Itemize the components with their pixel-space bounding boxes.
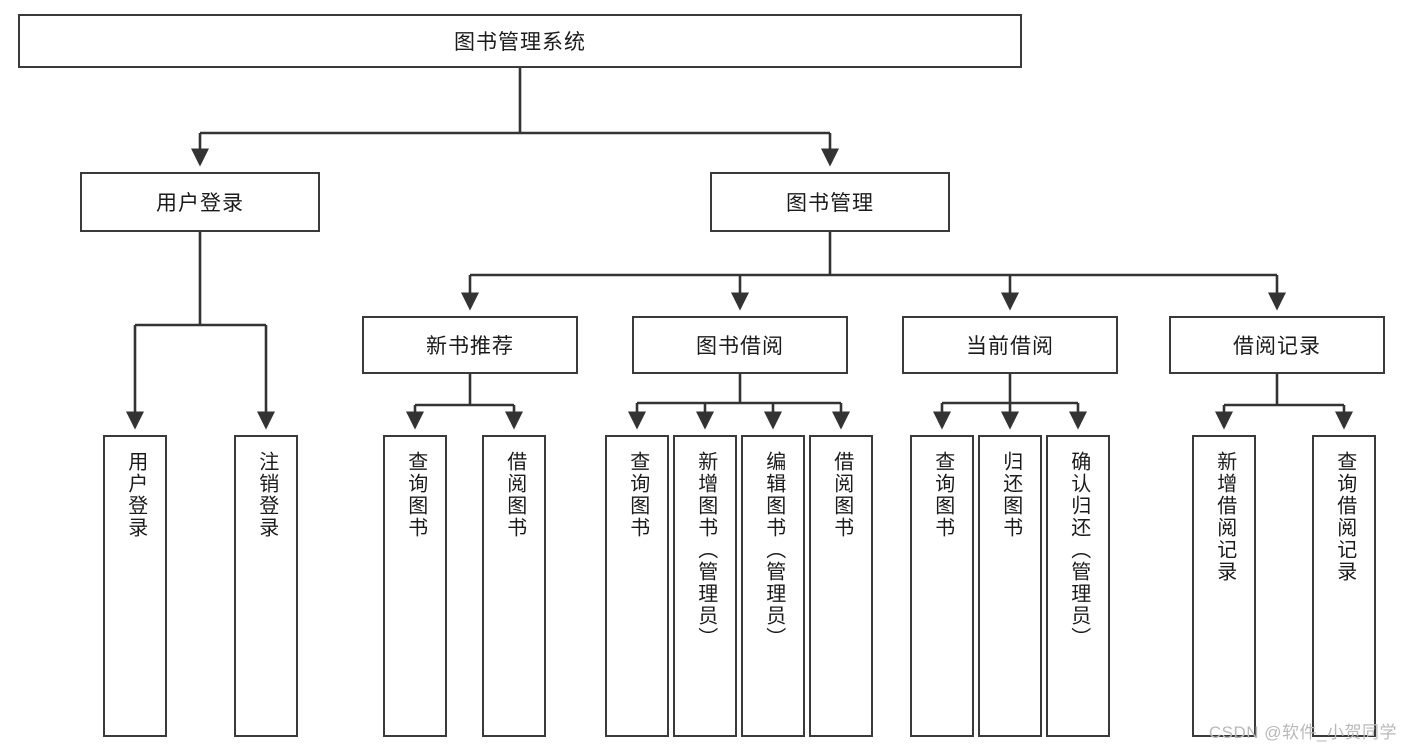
node-label: 新书推荐	[426, 335, 514, 358]
node-label: 用户登录	[124, 451, 147, 539]
node-label: 当前借阅	[966, 335, 1054, 358]
node-new-book-recommend[interactable]: 新书推荐	[362, 316, 578, 374]
node-current-borrow[interactable]: 当前借阅	[902, 316, 1118, 374]
node-leaf-borrow-book[interactable]: 借阅图书	[809, 435, 873, 737]
node-label: 图书借阅	[696, 335, 784, 358]
node-label: 归还图书	[999, 451, 1022, 539]
node-label: 新增图书（管理员）	[694, 451, 717, 649]
node-leaf-logout[interactable]: 注销登录	[234, 435, 298, 737]
node-label: 新增借阅记录	[1213, 451, 1236, 583]
node-leaf-user-login[interactable]: 用户登录	[103, 435, 167, 737]
node-label: 注销登录	[255, 451, 278, 539]
node-label: 图书管理	[786, 192, 874, 215]
node-leaf-confirm-return[interactable]: 确认归还（管理员）	[1046, 435, 1110, 737]
node-leaf-add-book[interactable]: 新增图书（管理员）	[673, 435, 737, 737]
node-borrow-records[interactable]: 借阅记录	[1169, 316, 1385, 374]
node-label: 图书管理系统	[454, 31, 586, 54]
node-leaf-query-book-borrow[interactable]: 查询图书	[605, 435, 669, 737]
node-label: 确认归还（管理员）	[1067, 451, 1090, 649]
node-label: 编辑图书（管理员）	[762, 451, 785, 649]
node-label: 借阅图书	[830, 451, 853, 539]
node-label: 查询图书	[404, 451, 427, 539]
node-label: 用户登录	[156, 192, 244, 215]
node-label: 借阅记录	[1233, 335, 1321, 358]
node-label: 借阅图书	[503, 451, 526, 539]
node-label: 查询借阅记录	[1333, 451, 1356, 583]
node-leaf-query-record[interactable]: 查询借阅记录	[1312, 435, 1376, 737]
node-leaf-query-book-new[interactable]: 查询图书	[383, 435, 447, 737]
node-leaf-return-book[interactable]: 归还图书	[978, 435, 1042, 737]
node-label: 查询图书	[931, 451, 954, 539]
node-book-management[interactable]: 图书管理	[710, 172, 950, 232]
node-leaf-add-record[interactable]: 新增借阅记录	[1192, 435, 1256, 737]
node-leaf-edit-book[interactable]: 编辑图书（管理员）	[741, 435, 805, 737]
node-leaf-borrow-book-new[interactable]: 借阅图书	[482, 435, 546, 737]
node-root-system[interactable]: 图书管理系统	[18, 14, 1022, 68]
node-book-borrow[interactable]: 图书借阅	[632, 316, 848, 374]
node-user-login[interactable]: 用户登录	[80, 172, 320, 232]
csdn-watermark: CSDN @软件_小贺同学	[1208, 723, 1397, 742]
node-label: 查询图书	[626, 451, 649, 539]
node-leaf-query-book-current[interactable]: 查询图书	[910, 435, 974, 737]
